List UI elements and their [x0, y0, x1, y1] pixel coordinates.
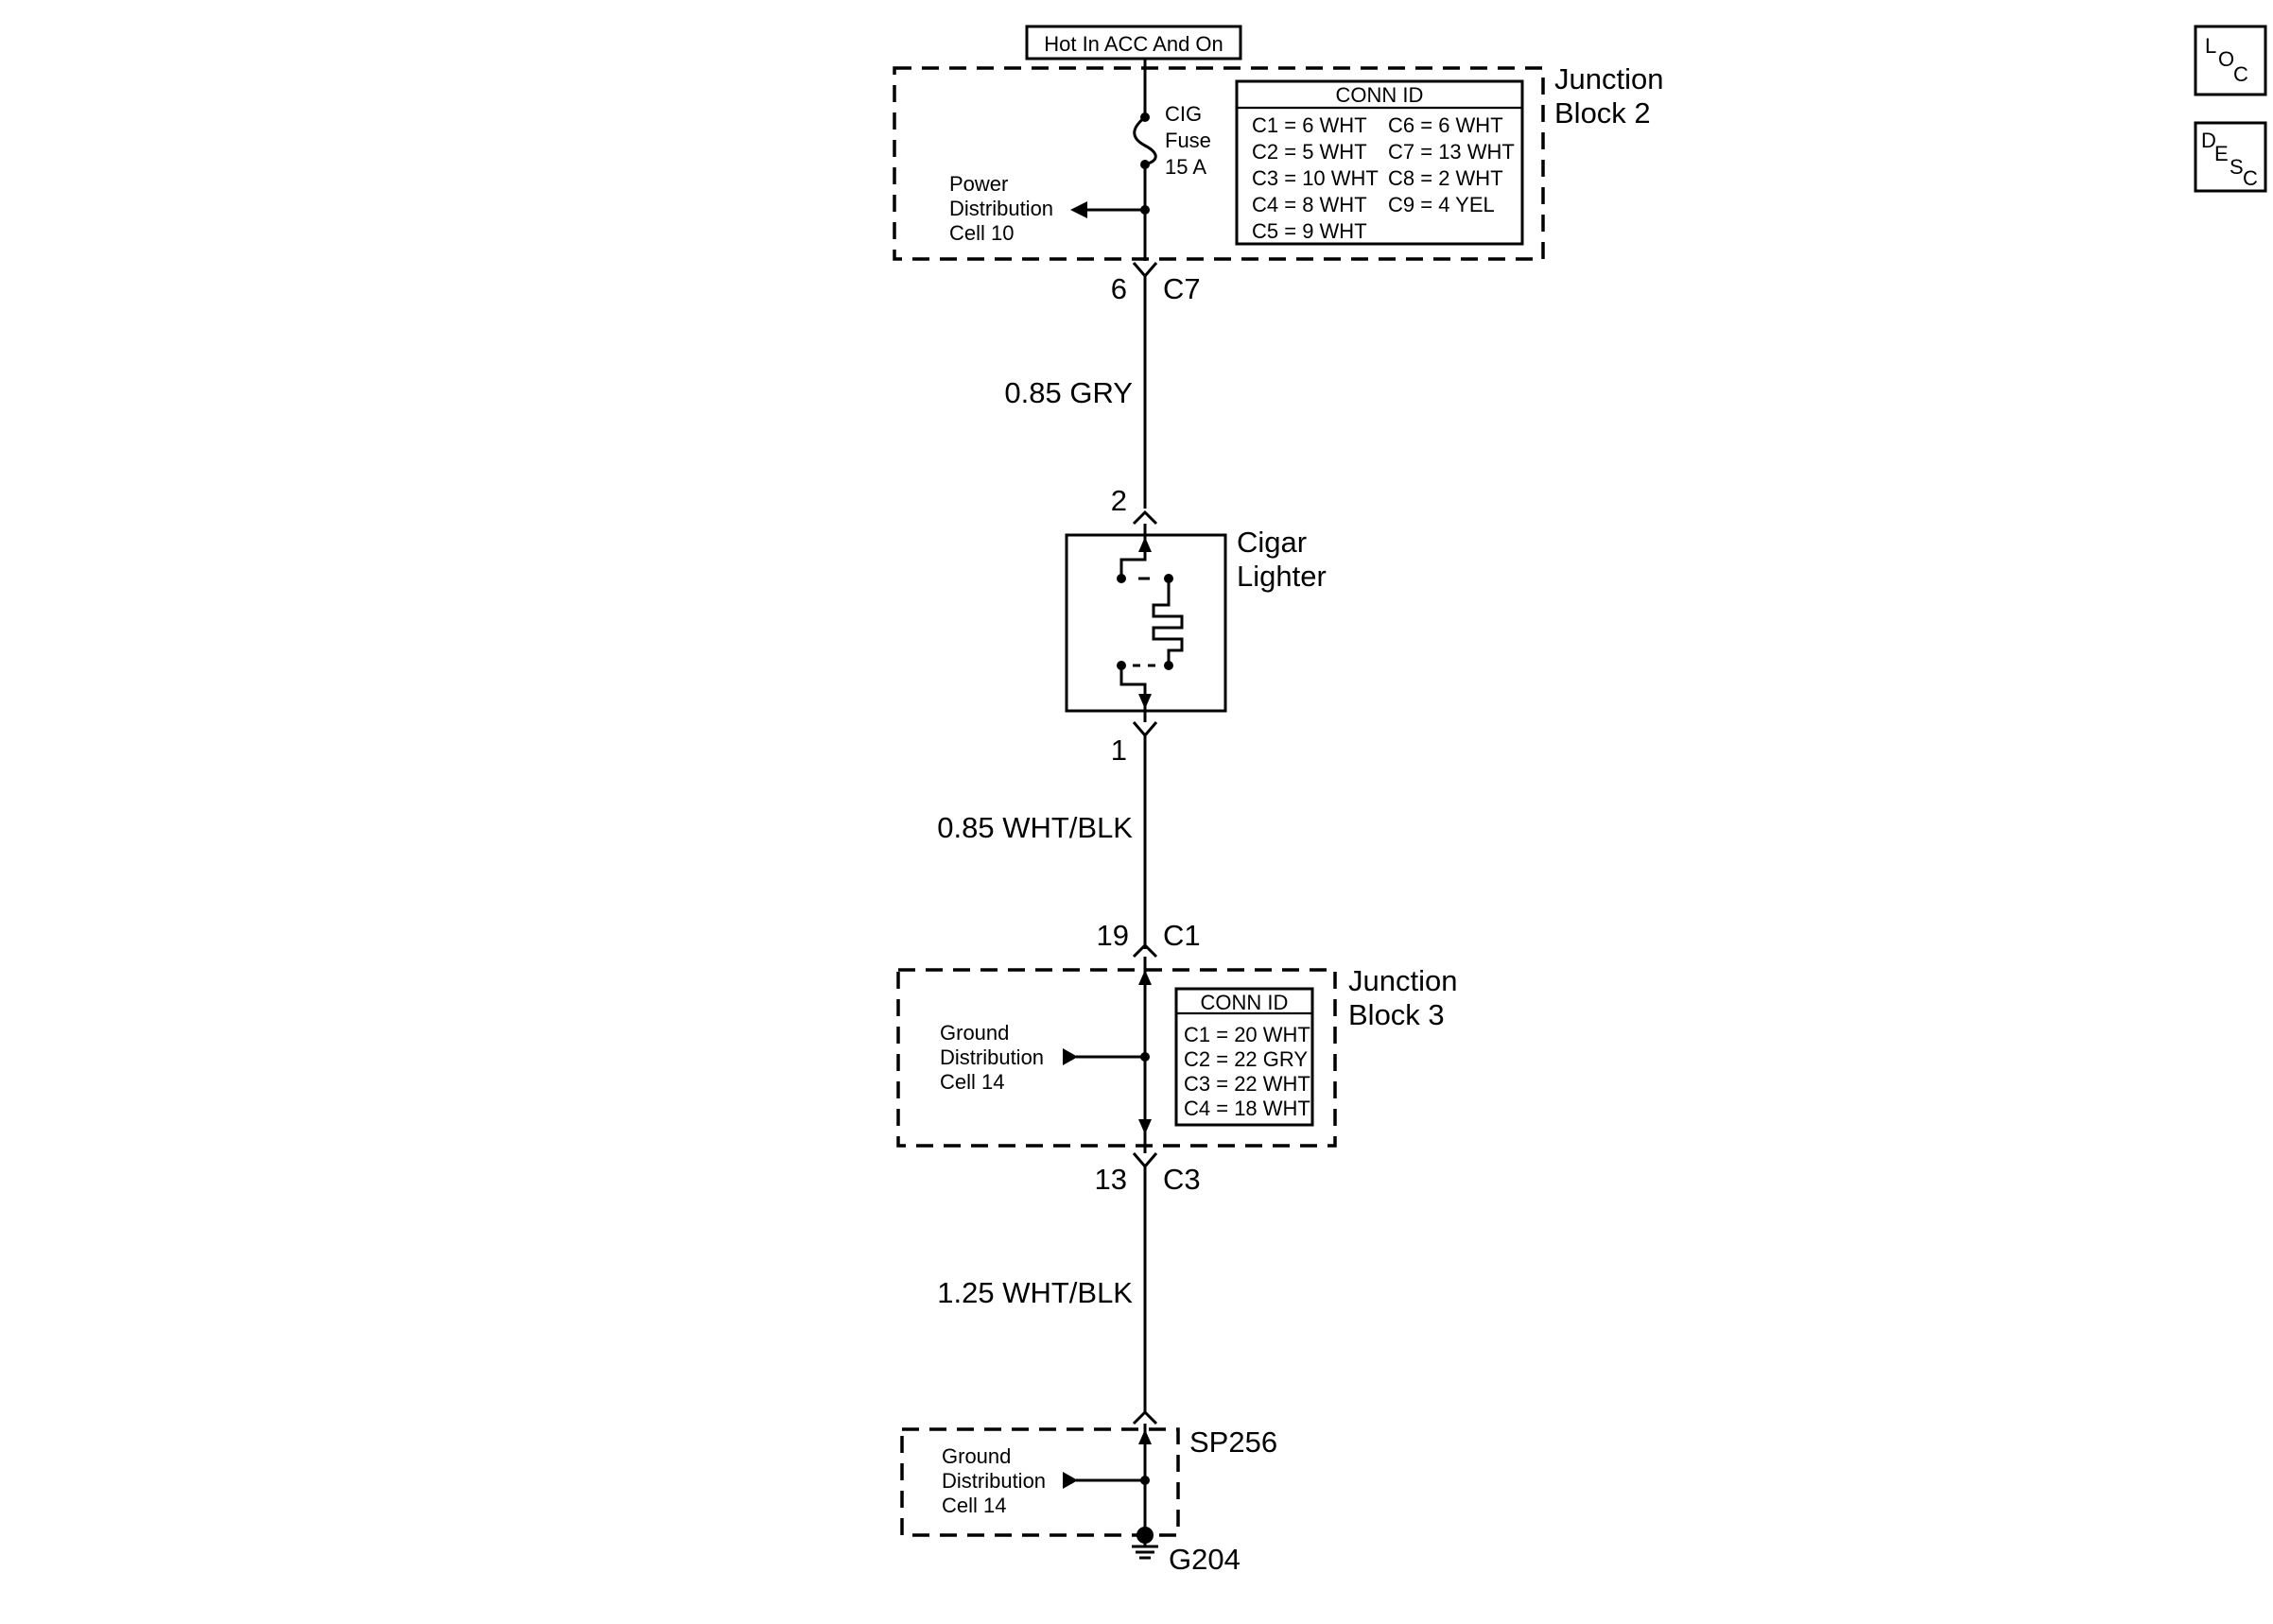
connector-pin2-icon: [1132, 510, 1158, 526]
cigar-lighter-label-2: Lighter: [1237, 560, 1327, 593]
connector-c1-icon: [1132, 942, 1158, 959]
conn-id-entry: C6 = 6 WHT: [1388, 113, 1503, 137]
pin-13: 13: [1095, 1163, 1127, 1196]
cig-fuse-icon: [1133, 112, 1157, 169]
conn-id-entry: C3 = 10 WHT: [1252, 166, 1379, 190]
g204-label: G204: [1169, 1543, 1241, 1576]
arrow-right-icon: [1063, 1048, 1078, 1065]
desc-letter: C: [2243, 166, 2258, 190]
fuse-label-2: Fuse: [1165, 129, 1211, 152]
conn-id-entry: C9 = 4 YEL: [1388, 193, 1495, 216]
conn-c3: C3: [1163, 1163, 1201, 1196]
pin-6: 6: [1111, 272, 1127, 305]
conn-id-entry: C8 = 2 WHT: [1388, 166, 1503, 190]
junction-block-3-title-1: Junction: [1348, 964, 1457, 997]
fuse-label-3: 15 A: [1165, 155, 1206, 179]
sp256-outline: [900, 1427, 1180, 1537]
junction-block-2-outline: [893, 66, 1545, 261]
conn-id-entry: C4 = 18 WHT: [1184, 1097, 1310, 1120]
sp-ground-distribution-1: Ground: [942, 1444, 1011, 1468]
connector-sp256-icon: [1132, 1409, 1158, 1425]
desc-letter: D: [2201, 129, 2216, 152]
conn-id-entry: C1 = 20 WHT: [1184, 1023, 1310, 1046]
loc-letter: L: [2205, 34, 2216, 58]
desc-button[interactable]: D E S C: [2194, 121, 2267, 193]
source-label-text: Hot In ACC And On: [1044, 32, 1223, 56]
ground-distribution-2: Distribution: [940, 1045, 1044, 1069]
pin-1: 1: [1111, 734, 1127, 767]
sp-ground-distribution-2: Distribution: [942, 1469, 1046, 1493]
fuse-label-1: CIG: [1165, 102, 1202, 126]
conn-id-entry: C7 = 13 WHT: [1388, 140, 1515, 164]
conn-id-table-jb3: CONN ID C1 = 20 WHT C2 = 22 GRY C3 = 22 …: [1174, 987, 1314, 1127]
sp-ground-distribution-3: Cell 14: [942, 1494, 1006, 1517]
arrow-left-icon: [1070, 201, 1087, 218]
conn-id-entry: C2 = 22 GRY: [1184, 1047, 1308, 1071]
conn-c1: C1: [1163, 919, 1201, 952]
loc-letter: O: [2218, 47, 2234, 71]
conn-id-entry: C3 = 22 WHT: [1184, 1072, 1310, 1096]
loc-letter: C: [2233, 62, 2248, 86]
wire-1-label: 0.85 GRY: [1004, 376, 1133, 409]
cigar-lighter-label-1: Cigar: [1237, 526, 1307, 559]
conn-c7: C7: [1163, 272, 1201, 305]
conn-id-entry: C4 = 8 WHT: [1252, 193, 1367, 216]
pin-19: 19: [1097, 919, 1129, 952]
power-distribution-2: Distribution: [949, 197, 1053, 220]
power-distribution-1: Power: [949, 172, 1008, 196]
wire-2-label: 0.85 WHT/BLK: [937, 811, 1133, 844]
ground-icon: [1132, 1527, 1158, 1560]
junction-block-2-title-2: Block 2: [1554, 96, 1651, 130]
loc-button[interactable]: L O C: [2194, 25, 2267, 96]
conn-id-entry: C2 = 5 WHT: [1252, 140, 1367, 164]
junction-block-2-title-1: Junction: [1554, 62, 1663, 95]
junction-block-3-outline: [896, 968, 1337, 1148]
desc-letter: S: [2230, 155, 2244, 179]
sp256-label: SP256: [1189, 1425, 1277, 1459]
pin-2: 2: [1111, 484, 1127, 517]
connector-c7-icon: [1132, 262, 1158, 279]
conn-id-entry: C5 = 9 WHT: [1252, 219, 1367, 243]
ground-distribution-3: Cell 14: [940, 1070, 1004, 1094]
junction-block-3-title-2: Block 3: [1348, 998, 1445, 1031]
arrow-up-icon: [1138, 1429, 1152, 1444]
ground-distribution-1: Ground: [940, 1021, 1009, 1045]
conn-id-title: CONN ID: [1201, 991, 1289, 1014]
conn-id-entry: C1 = 6 WHT: [1252, 113, 1367, 137]
arrow-down-icon: [1138, 1119, 1152, 1134]
wire-3-label: 1.25 WHT/BLK: [937, 1276, 1133, 1309]
desc-letter: E: [2214, 142, 2229, 165]
conn-id-title: CONN ID: [1336, 83, 1424, 107]
source-label: Hot In ACC And On: [1025, 25, 1242, 60]
arrow-right-icon: [1063, 1472, 1078, 1489]
conn-id-table-jb2: CONN ID C1 = 6 WHT C2 = 5 WHT C3 = 10 WH…: [1235, 79, 1524, 246]
arrow-up-icon: [1138, 970, 1152, 985]
connector-pin1-icon: [1132, 721, 1158, 738]
connector-c3-icon: [1132, 1152, 1158, 1169]
power-distribution-3: Cell 10: [949, 221, 1014, 245]
cigar-lighter-icon: [1065, 524, 1227, 713]
